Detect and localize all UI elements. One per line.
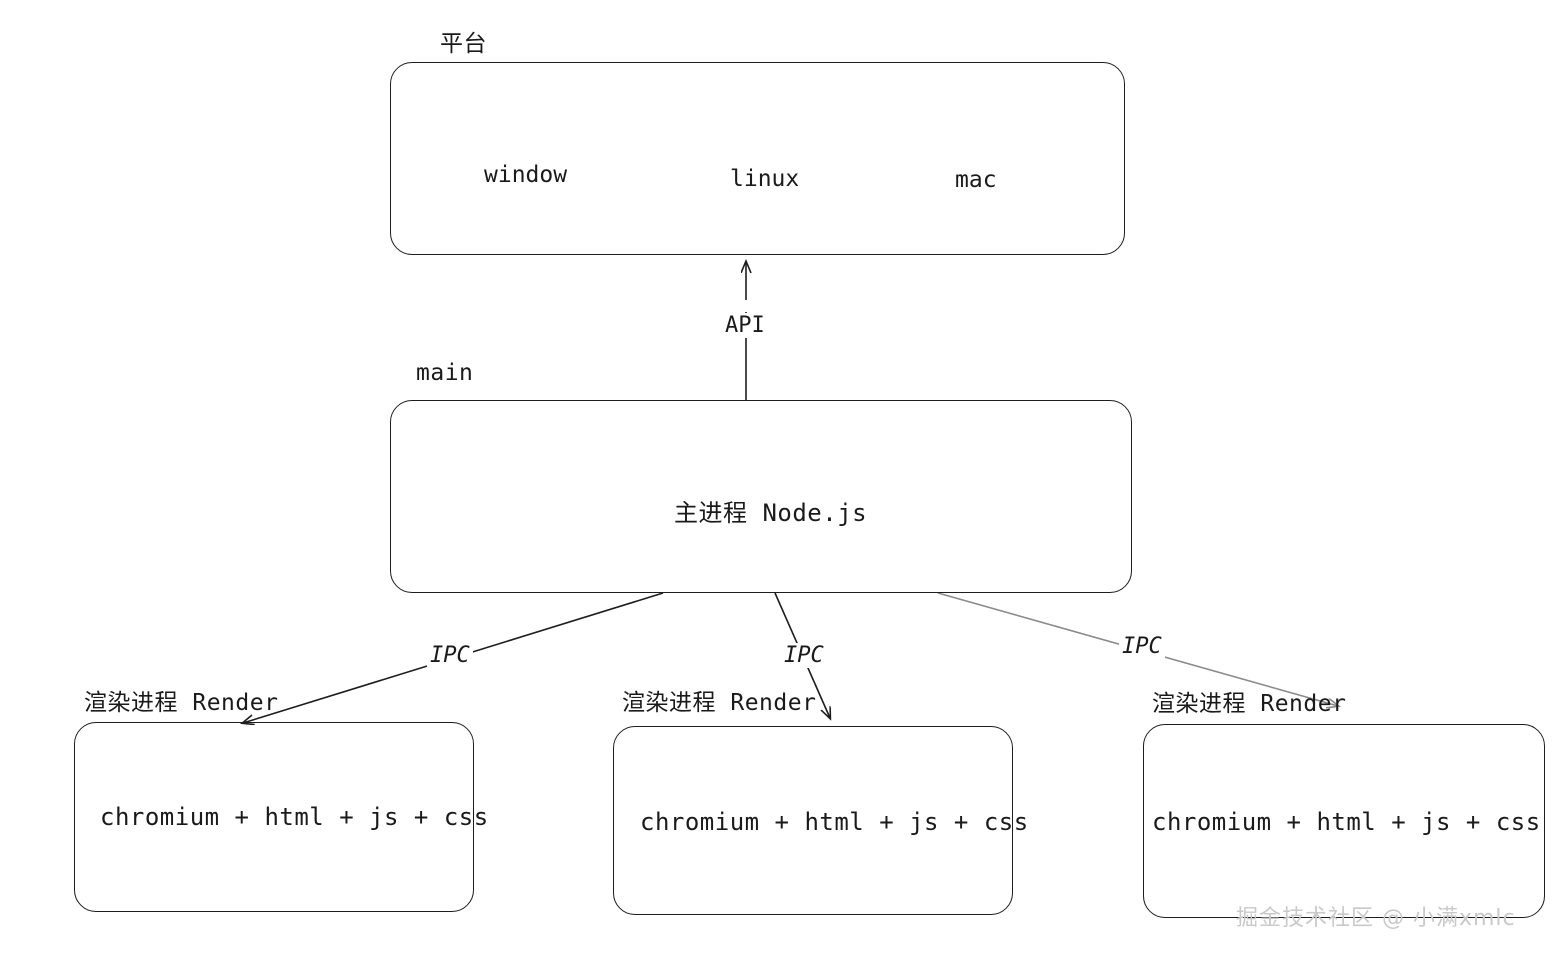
edge-label-ipc-left: IPC	[427, 643, 473, 668]
renderer-2-text: chromium + html + js + css	[640, 808, 1029, 836]
platform-item-linux: linux	[730, 166, 800, 192]
renderer-2-label: 渲染进程 Render	[622, 690, 817, 716]
platform-box-label: 平台	[440, 31, 487, 57]
main-process-text: 主进程 Node.js	[674, 499, 868, 527]
renderer-1-label: 渲染进程 Render	[84, 690, 279, 716]
renderer-2-box[interactable]	[613, 726, 1013, 915]
edge-label-ipc-middle: IPC	[781, 643, 827, 668]
edge-label-api: API	[722, 313, 768, 338]
renderer-1-text: chromium + html + js + css	[100, 803, 489, 831]
edge-label-ipc-right: IPC	[1119, 634, 1165, 659]
platform-item-mac: mac	[955, 167, 997, 193]
platform-item-window: window	[484, 162, 568, 188]
renderer-3-box[interactable]	[1143, 724, 1545, 918]
platform-box[interactable]	[390, 62, 1125, 255]
main-process-box[interactable]	[390, 400, 1132, 593]
main-box-label: main	[416, 360, 474, 386]
renderer-3-label: 渲染进程 Render	[1152, 691, 1347, 717]
renderer-1-box[interactable]	[74, 722, 474, 912]
renderer-3-text: chromium + html + js + css	[1152, 808, 1541, 836]
watermark: 掘金技术社区 @ 小满xmlc	[1236, 906, 1516, 931]
